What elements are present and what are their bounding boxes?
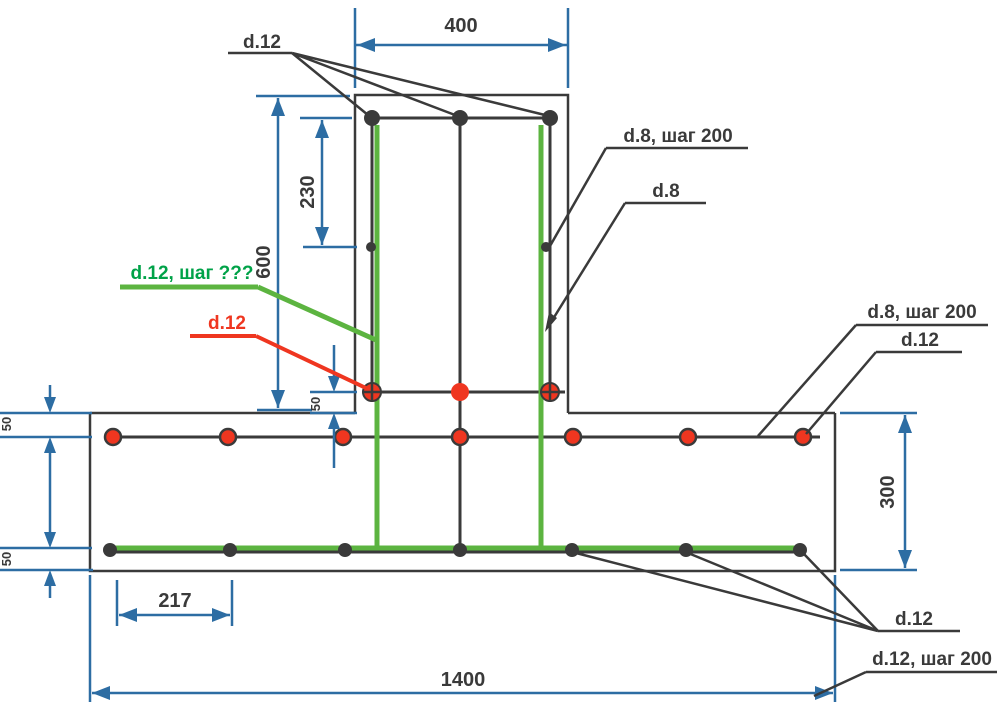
- dim-tie-spacing: 230: [297, 116, 357, 249]
- label-dowel-red: d.12: [208, 313, 246, 334]
- dim-bottom-bar-spacing-value: 217: [158, 590, 191, 612]
- label-dowel-green: d.12, шаг ???: [131, 263, 254, 284]
- leader-wall-ties-spacing: d.8, шаг 200: [548, 126, 748, 247]
- dim-tie-spacing-value: 230: [297, 175, 319, 208]
- leader-dowel-red: d.12: [190, 313, 369, 391]
- leader-slab-top-bar: d.12: [805, 330, 962, 435]
- label-slab-top-mesh: d.8, шаг 200: [867, 302, 976, 323]
- leader-slab-top-mesh: d.8, шаг 200: [757, 302, 988, 437]
- leader-wall-vertical-bars: d.12: [228, 32, 546, 117]
- dim-footing-width-value: 1400: [441, 669, 486, 691]
- dim-slab-thickness: 300: [840, 411, 917, 572]
- dim-bottom-bar-spacing: 217: [115, 580, 234, 626]
- dim-dowel-cover-value: 50: [308, 397, 323, 411]
- dim-slab-bottom-cover-value: 50: [0, 552, 14, 566]
- label-wall-ties-spacing: d.8, шаг 200: [623, 126, 732, 147]
- label-wall-vertical-bars: d.12: [243, 32, 281, 53]
- label-slab-bottom-mesh: d.12, шаг 200: [872, 649, 992, 670]
- dim-wall-width-value: 400: [444, 15, 477, 37]
- label-slab-top-bar: d.12: [901, 330, 939, 351]
- leader-slab-bottom-mesh: d.12, шаг 200: [813, 649, 997, 698]
- rebar-dots-slab-bottom-row: [103, 543, 807, 557]
- rebar-dots-wall-ties: [366, 242, 551, 252]
- dim-wall-height-value: 600: [253, 245, 275, 278]
- leader-slab-bottom-bar: d.12: [575, 551, 960, 633]
- concrete-outline: [88, 93, 837, 573]
- dim-wall-width: 400: [353, 8, 570, 88]
- dim-footing-width: 1400: [88, 575, 837, 702]
- dim-slab-thickness-value: 300: [877, 475, 899, 508]
- rebar-dots-wall-top: [364, 110, 558, 126]
- dim-slab-top-cover-value: 50: [0, 417, 14, 431]
- rebar-dots-wall-base: [362, 382, 560, 402]
- leader-wall-tie: d.8: [545, 181, 706, 332]
- dim-wall-height: 600: [253, 94, 350, 412]
- label-slab-bottom-bar: d.12: [895, 609, 933, 630]
- label-wall-tie: d.8: [652, 181, 679, 202]
- leader-dowel-green: d.12, шаг ???: [120, 263, 378, 343]
- dim-slab-covers-left: 50 50: [0, 385, 93, 598]
